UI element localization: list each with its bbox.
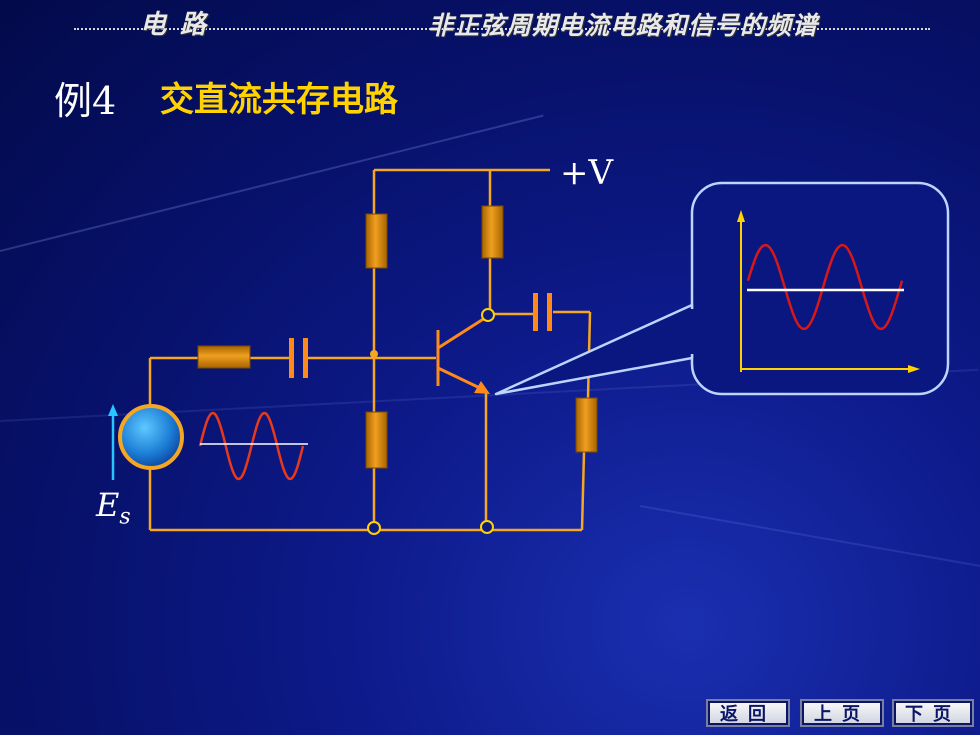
- prev-page-button[interactable]: 上页: [800, 699, 884, 727]
- source-arrow-head: [108, 404, 118, 416]
- header-rule: [74, 28, 930, 30]
- resistor-upper-left: [365, 213, 388, 269]
- chapter-title: 非正弦周期电流电路和信号的频谱: [428, 11, 819, 40]
- back-button[interactable]: 返回: [706, 699, 790, 727]
- source-label: Es: [96, 486, 131, 529]
- example-number: 例4: [54, 79, 117, 123]
- capacitor-input: [289, 338, 308, 378]
- wires: [148, 168, 592, 532]
- supply-voltage-label: +V: [560, 153, 614, 193]
- input-ac-waveform: [198, 411, 305, 481]
- example-title: 交直流共存电路: [160, 80, 398, 120]
- capacitor-output: [533, 293, 552, 331]
- slide-header: 电路 非正弦周期电流电路和信号的频谱: [0, 0, 980, 48]
- ac-source: [118, 404, 184, 470]
- emitter-arrow: [474, 381, 490, 394]
- source-subscript: s: [119, 504, 131, 530]
- resistor-source: [197, 345, 251, 369]
- source-symbol: E: [96, 486, 120, 524]
- resistor-collector: [481, 205, 504, 259]
- resistor-lower-left: [365, 411, 388, 469]
- resistor-load: [575, 397, 598, 453]
- course-title: 电路: [140, 10, 221, 40]
- callout-pointer: [494, 303, 694, 396]
- next-page-button[interactable]: 下页: [892, 699, 974, 727]
- callout-axes: [737, 210, 920, 373]
- transistor: [436, 316, 486, 392]
- output-ac-waveform: [746, 243, 904, 331]
- waveform-callout: [690, 181, 950, 396]
- nodes: [367, 308, 495, 535]
